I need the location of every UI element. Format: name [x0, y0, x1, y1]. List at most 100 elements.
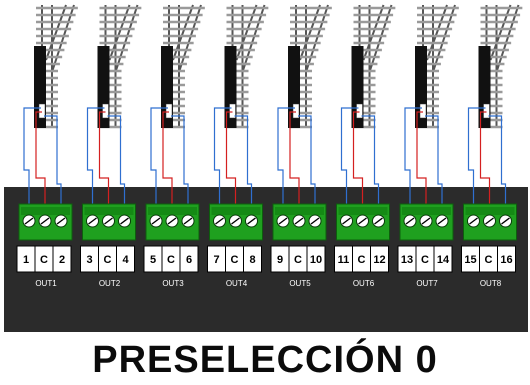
wire-red	[352, 111, 364, 206]
pin-label-box	[497, 245, 516, 273]
pin-label: 2	[59, 254, 65, 266]
railroad-turnout-icon	[351, 4, 396, 129]
preselection-title: PRESELECCIÓN 0	[92, 339, 438, 381]
output-label: OUT2	[99, 279, 121, 288]
wire-red	[416, 111, 427, 206]
wire-blue	[404, 107, 422, 206]
railroad-turnout-icon	[288, 4, 332, 129]
screw-slot	[501, 217, 510, 225]
wire-red	[289, 111, 300, 206]
motor-connector	[292, 103, 300, 119]
pin-label-box	[433, 245, 453, 273]
screw-slot	[358, 217, 367, 225]
screw-slot	[231, 217, 240, 225]
pin-label: C	[167, 254, 175, 266]
railroad-turnout-icon	[34, 4, 78, 129]
rail	[45, 4, 67, 61]
railroad-turnout-icon	[224, 4, 269, 129]
railroad-turnout-icon	[478, 4, 523, 129]
motor-connector	[356, 103, 363, 119]
output-label: OUT1	[35, 279, 57, 288]
rail	[235, 4, 258, 61]
wire-red	[98, 111, 110, 206]
motor-connector	[38, 103, 46, 119]
screw-slot	[294, 217, 304, 225]
terminal-block-top	[21, 207, 70, 215]
rail	[172, 4, 194, 61]
screw-slot	[167, 217, 177, 225]
wire-red	[225, 111, 237, 206]
output-label: OUT4	[226, 279, 248, 288]
pin-label: C	[294, 254, 302, 266]
screw-slot	[104, 217, 113, 225]
wire-blue	[361, 115, 380, 206]
wire-blue	[298, 115, 316, 206]
wire-blue	[340, 107, 359, 206]
output-label: OUT7	[416, 279, 438, 288]
terminal-block-top	[465, 207, 515, 215]
terminal-block-top	[338, 207, 388, 215]
pin-label: 8	[249, 254, 255, 266]
wire-blue	[150, 107, 168, 206]
terminal-block-top	[402, 207, 451, 215]
pin-label: 9	[277, 254, 283, 266]
wire-blue	[467, 107, 486, 206]
pin-label-box	[306, 245, 326, 273]
screw-slot	[151, 217, 161, 225]
screw-slot	[374, 217, 383, 225]
screw-slot	[469, 217, 478, 225]
pin-label-box	[370, 245, 389, 273]
pin-label: 12	[373, 254, 385, 266]
wire-blue	[44, 115, 62, 206]
motor-connector	[229, 103, 236, 119]
pin-label: 13	[401, 254, 413, 266]
pin-label-box	[243, 245, 262, 273]
wire-blue	[213, 107, 232, 206]
railroad-turnout-icon	[415, 4, 459, 129]
wire-blue	[23, 107, 41, 206]
output-label: OUT8	[480, 279, 502, 288]
railroad-turnout-icon	[161, 4, 205, 129]
screw-slot	[278, 217, 288, 225]
pin-label: 11	[338, 254, 350, 266]
motor-connector	[165, 103, 173, 119]
screw-slot	[485, 217, 494, 225]
rail	[299, 4, 321, 61]
screw-slot	[342, 217, 351, 225]
pin-label: C	[358, 254, 366, 266]
rail	[108, 4, 131, 61]
screw-slot	[56, 217, 66, 225]
wire-blue	[86, 107, 105, 206]
screw-slot	[40, 217, 50, 225]
motor-connector	[102, 103, 109, 119]
screw-slot	[310, 217, 320, 225]
pin-label: 5	[150, 254, 156, 266]
wire-red	[35, 111, 46, 206]
screw-slot	[437, 217, 447, 225]
output-label: OUT3	[162, 279, 184, 288]
railroad-turnout-icon	[97, 4, 142, 129]
terminal-block-top	[148, 207, 197, 215]
pin-label: C	[231, 254, 239, 266]
pin-label-box	[179, 245, 199, 273]
pin-label: C	[485, 254, 493, 266]
rail	[362, 4, 385, 61]
pin-label: C	[40, 254, 48, 266]
pin-label: C	[421, 254, 429, 266]
pin-label: 16	[500, 254, 512, 266]
wire-red	[162, 111, 173, 206]
wire-blue	[488, 115, 507, 206]
wire-blue	[234, 115, 253, 206]
pin-label: 10	[310, 254, 322, 266]
wire-blue	[107, 115, 126, 206]
screw-slot	[215, 217, 224, 225]
terminal-block-top	[84, 207, 134, 215]
pin-label-box	[52, 245, 72, 273]
pin-label: 14	[437, 254, 450, 266]
